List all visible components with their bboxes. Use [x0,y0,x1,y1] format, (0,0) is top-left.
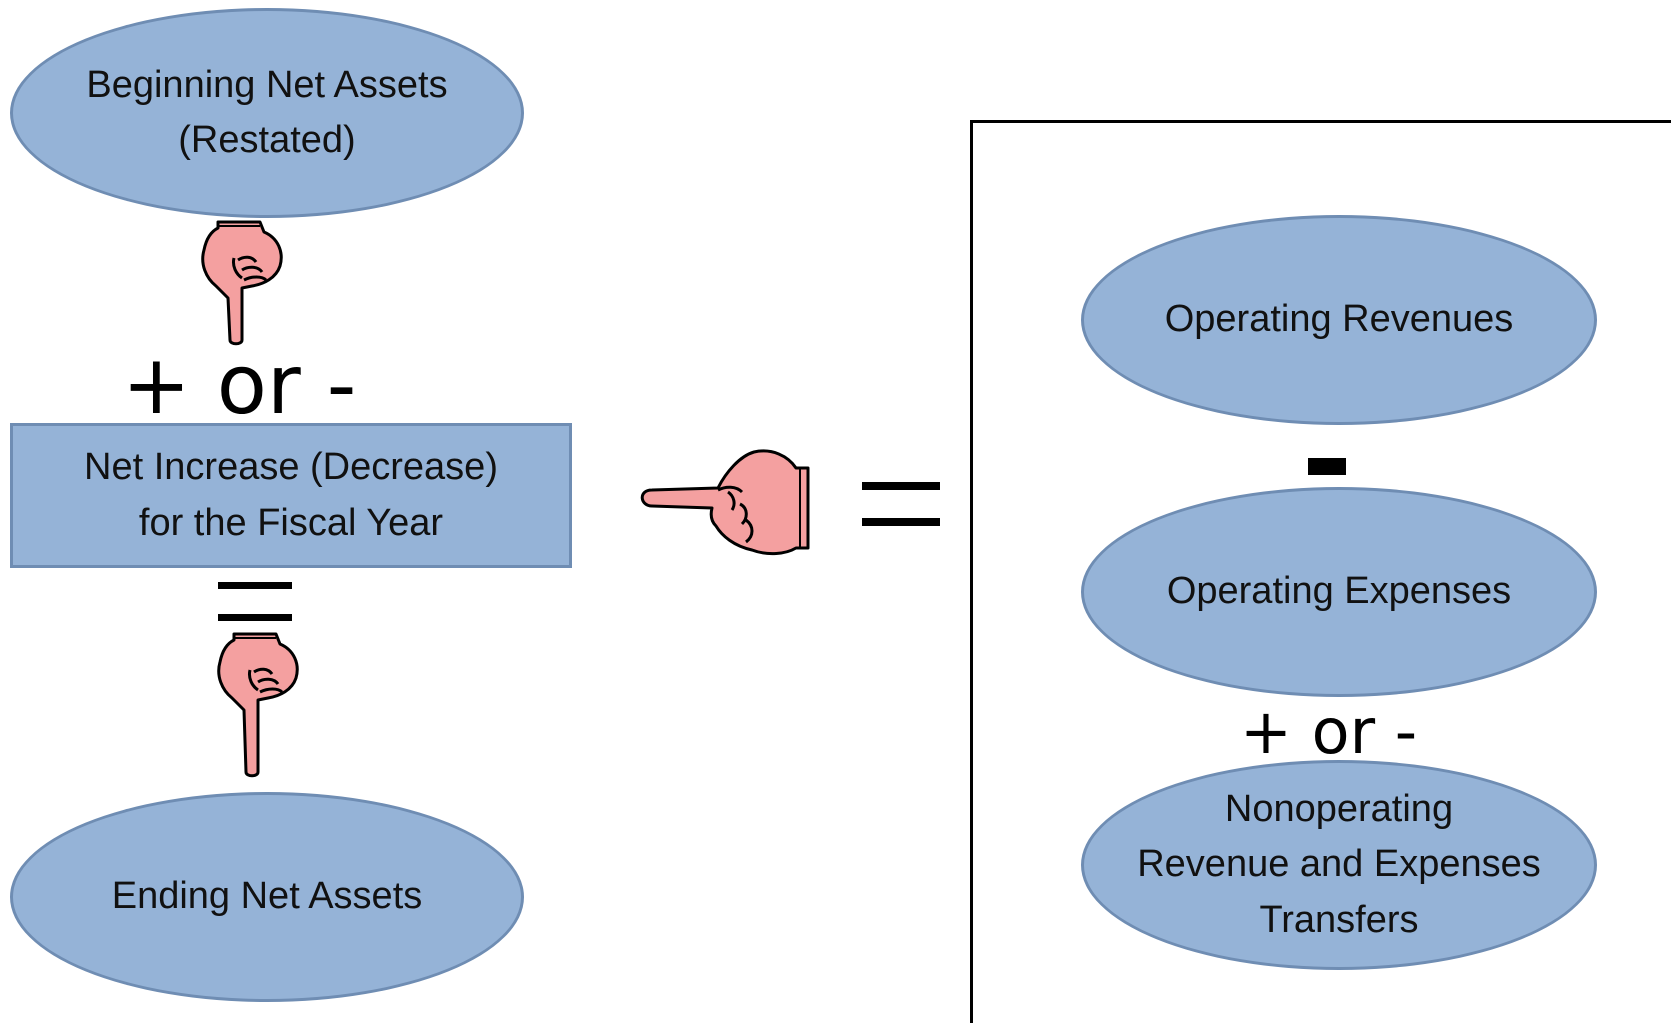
beginning-net-assets-label: Beginning Net Assets (Restated) [86,63,448,161]
operating-expenses-node: Operating Expenses [1081,487,1597,697]
pointing-down-hand-icon [217,632,299,778]
pointing-left-hand-icon [640,449,810,556]
equals-sign-top-bar [862,482,940,490]
operating-revenues-label: Operating Revenues [1164,298,1514,341]
beginning-net-assets-node: Beginning Net Assets (Restated) [10,8,524,218]
minus-sign [1308,458,1346,475]
equals-sign-bottom-bar [218,614,292,621]
ending-net-assets-node: Ending Net Assets [10,792,524,1002]
nonoperating-node: Nonoperating Revenue and Expenses Transf… [1081,760,1597,970]
pointing-down-hand-icon [201,220,283,346]
nonoperating-label: Nonoperating Revenue and Expenses Transf… [1137,788,1541,941]
right-panel-frame [970,120,1671,1023]
ending-net-assets-label: Ending Net Assets [111,875,423,918]
equals-sign-top-bar [218,582,292,589]
net-increase-decrease-label: Net Increase (Decrease) for the Fiscal Y… [84,446,498,544]
plus-or-minus-operator: + or - [122,338,357,433]
operating-expenses-label: Operating Expenses [1166,570,1512,613]
plus-or-minus-operator: + or - [1240,695,1418,768]
operating-revenues-node: Operating Revenues [1081,215,1597,425]
equals-sign-bottom-bar [862,518,940,526]
net-increase-decrease-node: Net Increase (Decrease) for the Fiscal Y… [10,423,572,568]
